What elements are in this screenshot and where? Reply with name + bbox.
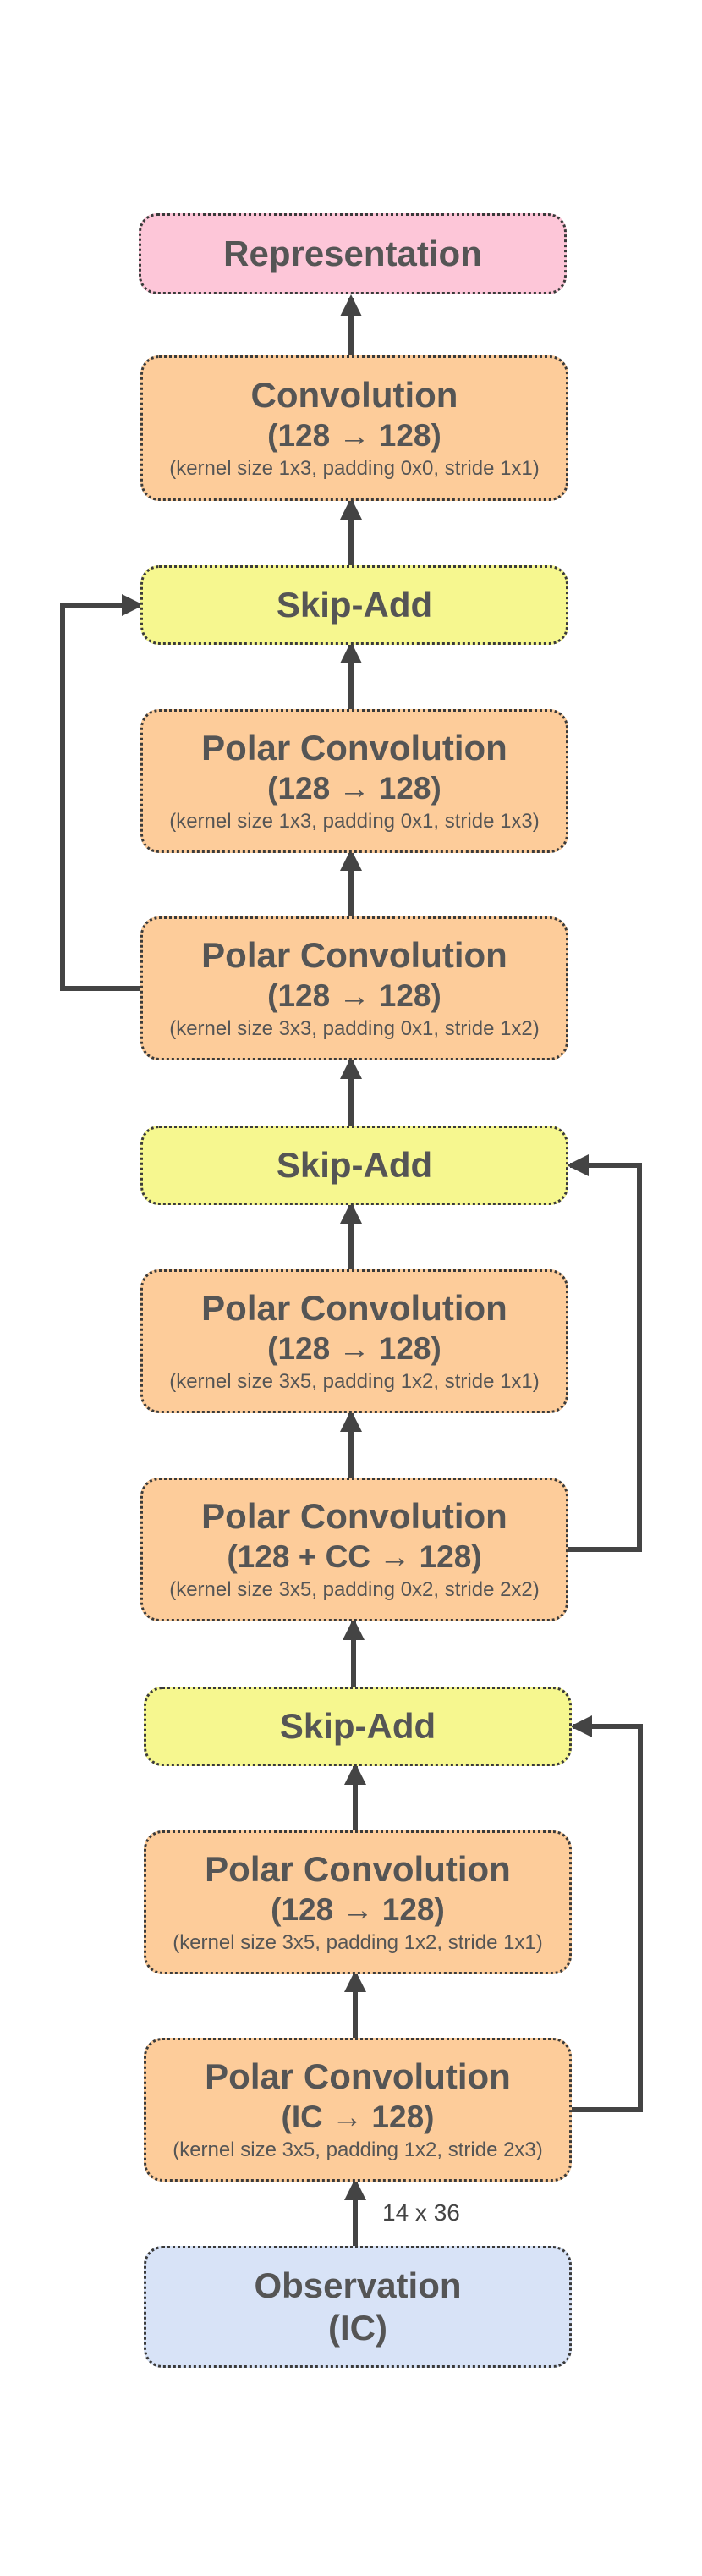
polar-convolution-node-1: Polar Convolution (IC → 128) (kernel siz…: [144, 2038, 572, 2182]
polar-convolution-node-4: Polar Convolution (128 → 128) (kernel si…: [140, 1269, 568, 1413]
node-params: (kernel size 3x3, padding 0x1, stride 1x…: [169, 1017, 540, 1040]
node-params: (kernel size 1x3, padding 0x1, stride 1x…: [169, 810, 540, 833]
node-channels: (128 → 128): [267, 771, 441, 806]
convolution-node: Convolution (128 → 128) (kernel size 1x3…: [140, 355, 568, 501]
node-title: Convolution: [250, 375, 458, 415]
node-title: Polar Convolution: [205, 2056, 511, 2096]
node-title: Skip-Add: [279, 1706, 436, 1746]
node-title: Polar Convolution: [201, 935, 507, 975]
node-channels: (128 + CC → 128): [227, 1539, 482, 1574]
node-title: Observation: [254, 2265, 462, 2305]
node-title: Polar Convolution: [205, 1849, 511, 1889]
node-channels: (128 → 128): [267, 978, 441, 1013]
observation-node: Observation (IC): [144, 2246, 572, 2368]
node-title: Skip-Add: [276, 1145, 433, 1185]
node-subtitle: (IC): [328, 2308, 387, 2348]
node-params: (kernel size 3x5, padding 1x2, stride 1x…: [169, 1370, 540, 1393]
node-channels: (128 → 128): [267, 418, 441, 453]
polar-convolution-node-3: Polar Convolution (128 + CC → 128) (kern…: [140, 1478, 568, 1621]
skip-add-node-1: Skip-Add: [144, 1687, 572, 1766]
polar-convolution-node-5: Polar Convolution (128 → 128) (kernel si…: [140, 916, 568, 1060]
node-params: (kernel size 3x5, padding 1x2, stride 1x…: [173, 1931, 543, 1954]
node-title: Representation: [223, 234, 482, 273]
node-params: (kernel size 1x3, padding 0x0, stride 1x…: [169, 457, 540, 480]
polar-convolution-node-2: Polar Convolution (128 → 128) (kernel si…: [144, 1830, 572, 1974]
skip-add-node-2: Skip-Add: [140, 1126, 568, 1205]
node-title: Skip-Add: [276, 585, 433, 625]
node-channels: (128 → 128): [271, 1892, 445, 1927]
skip-connection-pc3-to-skip2: [567, 1154, 642, 1552]
node-params: (kernel size 3x5, padding 0x2, stride 2x…: [169, 1578, 540, 1601]
edge-label-input-shape: 14 x 36: [382, 2199, 460, 2226]
node-channels: (128 → 128): [267, 1331, 441, 1366]
node-params: (kernel size 3x5, padding 1x2, stride 2x…: [173, 2138, 543, 2161]
skip-connection-pc1-to-skip1: [570, 1715, 643, 2112]
node-title: Polar Convolution: [201, 1496, 507, 1536]
polar-convolution-node-6: Polar Convolution (128 → 128) (kernel si…: [140, 709, 568, 853]
node-channels: (IC → 128): [281, 2100, 435, 2134]
skip-connection-pc5-to-skip3: [60, 594, 144, 991]
skip-add-node-3: Skip-Add: [140, 565, 568, 645]
node-title: Polar Convolution: [201, 728, 507, 768]
node-title: Polar Convolution: [201, 1288, 507, 1328]
representation-node: Representation: [139, 213, 567, 294]
